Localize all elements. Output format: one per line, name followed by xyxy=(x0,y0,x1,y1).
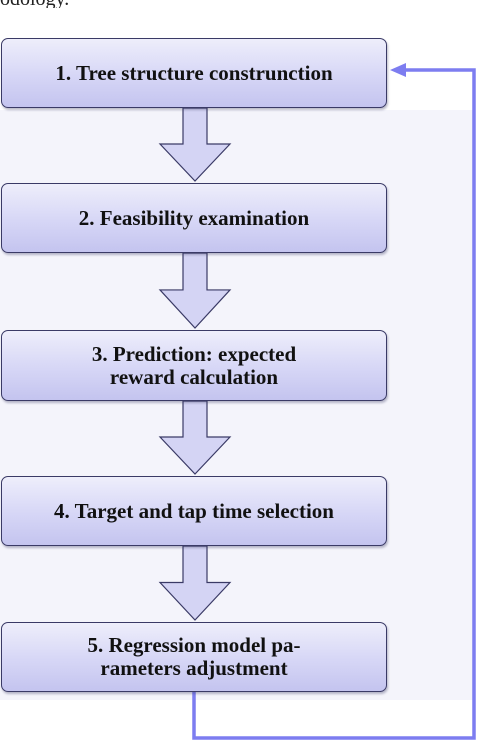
step-box-5: 5. Regression model pa- rameters adjustm… xyxy=(1,622,387,692)
feedback-loop-line xyxy=(192,68,476,740)
step-label-4: 4. Target and tap time selection xyxy=(54,498,334,523)
down-arrow-4 xyxy=(158,545,232,621)
feedback-arrowhead xyxy=(390,63,406,77)
step-label-5: 5. Regression model pa- rameters adjustm… xyxy=(87,633,301,680)
step-box-4: 4. Target and tap time selection xyxy=(1,476,387,546)
partial-header-text: odology. xyxy=(0,0,482,8)
step-label-3: 3. Prediction: expected reward calculati… xyxy=(91,341,297,389)
step-label-1: 1. Tree structure construnction xyxy=(55,60,333,85)
down-arrow-2 xyxy=(158,252,232,329)
down-arrow-1 xyxy=(158,107,232,182)
step-box-1: 1. Tree structure construnction xyxy=(1,38,387,108)
step-box-2: 2. Feasibility examination xyxy=(1,183,387,253)
down-arrows-group xyxy=(158,107,232,621)
step-label-2: 2. Feasibility examination xyxy=(78,205,310,230)
down-arrow-3 xyxy=(158,400,232,475)
step-box-3: 3. Prediction: expected reward calculati… xyxy=(1,330,387,401)
